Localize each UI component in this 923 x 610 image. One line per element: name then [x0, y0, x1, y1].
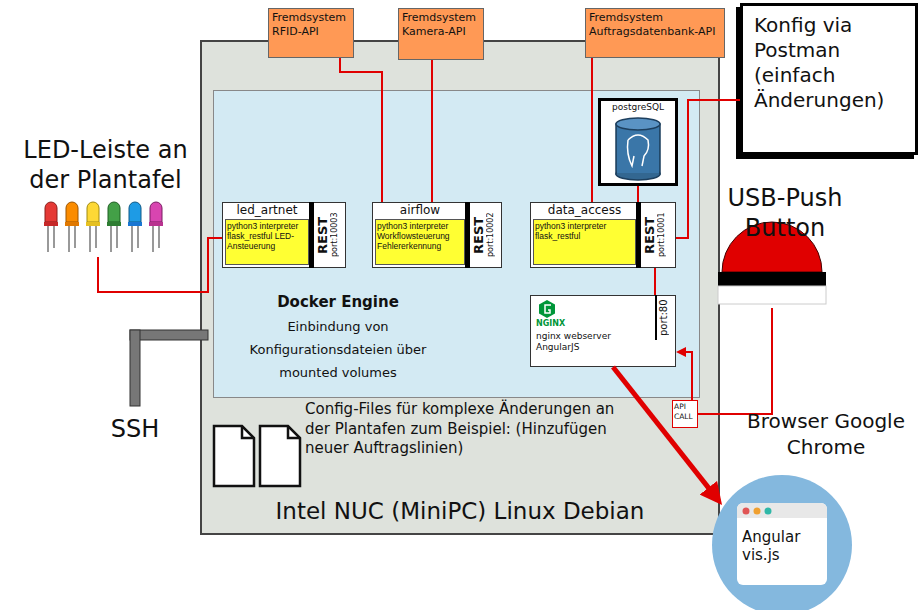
node-text: Angular vis.js [742, 528, 826, 564]
rest-bar [636, 202, 641, 268]
service-box: data_access python3 interpreter flask_res… [530, 202, 676, 268]
connector [340, 58, 382, 202]
connector [676, 100, 740, 238]
node-text: python3 interpreter flask_restful LED-An… [227, 221, 307, 265]
node-title: LED-Leiste an der Plantafel [8, 135, 203, 195]
node-text: REST [315, 204, 330, 266]
node-title: Browser Google Chrome [734, 408, 918, 460]
api-call-box: API CALL [672, 400, 698, 428]
connector [98, 238, 222, 292]
connector [698, 308, 772, 414]
connector [591, 58, 593, 202]
database-symbol [616, 118, 660, 180]
node-title: postgreSQL [598, 102, 678, 113]
host-box: Intel NUC (MiniPC) Linux Debian Docker En… [200, 40, 720, 535]
rest-bar [309, 202, 314, 268]
led-strip: LED-Leiste an der Plantafel [8, 135, 203, 257]
docker-box: Docker EngineEinbindung von Konfiguratio… [213, 90, 700, 398]
browser-symbol [712, 475, 852, 610]
node-title: data_access [533, 203, 636, 217]
external-system-box: Fremdsystem Auftragsdatenbank-API [585, 8, 725, 58]
node-title: Fremdsystem RFID-API [272, 11, 351, 39]
service-box: led_artnet python3 interpreter flask_rest… [222, 202, 346, 268]
led-symbols [44, 202, 163, 252]
file-icons [214, 426, 300, 486]
node-title: Fremdsystem Kamera-API [402, 11, 481, 39]
connector [683, 352, 692, 400]
rest-bar [465, 202, 470, 268]
node-title: NGINX [536, 319, 576, 329]
node-text: port:80 [658, 297, 673, 339]
free-label: Config-Files für komplexe Änderungen an … [305, 400, 640, 459]
database-box: postgreSQL [598, 98, 678, 186]
free-label: SSH [100, 415, 170, 444]
node-text: REST [642, 204, 657, 266]
external-system-box: Fremdsystem RFID-API [268, 8, 354, 58]
node-title: API CALL [674, 402, 696, 422]
connector [637, 186, 639, 202]
node-title: Intel NUC (MiniPC) Linux Debian [200, 498, 720, 526]
node-text: Einbindung von Konfigurationsdateien übe… [238, 316, 438, 384]
node-text: nginx webserver AngularJS [536, 331, 648, 354]
node-title: Docker Engine [243, 293, 433, 311]
node-text: port:10001 [657, 204, 670, 266]
node-text: python3 interpreter Workflowsteuerung Fe… [377, 221, 463, 265]
connector [613, 367, 713, 493]
connector [431, 60, 433, 202]
node-text: python3 interpreter flask_restful [535, 221, 634, 265]
ssh-cable [130, 330, 208, 406]
connector [654, 268, 656, 295]
node-title: Konfig via Postman (einfach Änderungen) [754, 13, 909, 113]
node-title: Fremdsystem Auftragsdatenbank-API [589, 11, 723, 39]
browser-circle: Browser Google ChromeAngular vis.js [722, 470, 842, 610]
webserver-box: NGINX nginx webserver AngularJS port:80 [530, 295, 676, 367]
node-title: led_artnet [225, 203, 309, 217]
nginx-logo [539, 300, 555, 318]
node-text: REST [471, 204, 486, 266]
node-text: port:10002 [486, 204, 499, 266]
external-system-box: Fremdsystem Kamera-API [398, 8, 484, 60]
node-title: airflow [375, 203, 465, 217]
config-box: Konfig via Postman (einfach Änderungen) [740, 3, 918, 155]
node-title: USB-Push Button [715, 183, 855, 243]
push-button: USB-Push Button [715, 183, 845, 308]
node-text: port:10003 [330, 204, 343, 266]
port-bar [655, 295, 657, 340]
service-box: airflow python3 interpreter Workflowsteue… [372, 202, 502, 268]
